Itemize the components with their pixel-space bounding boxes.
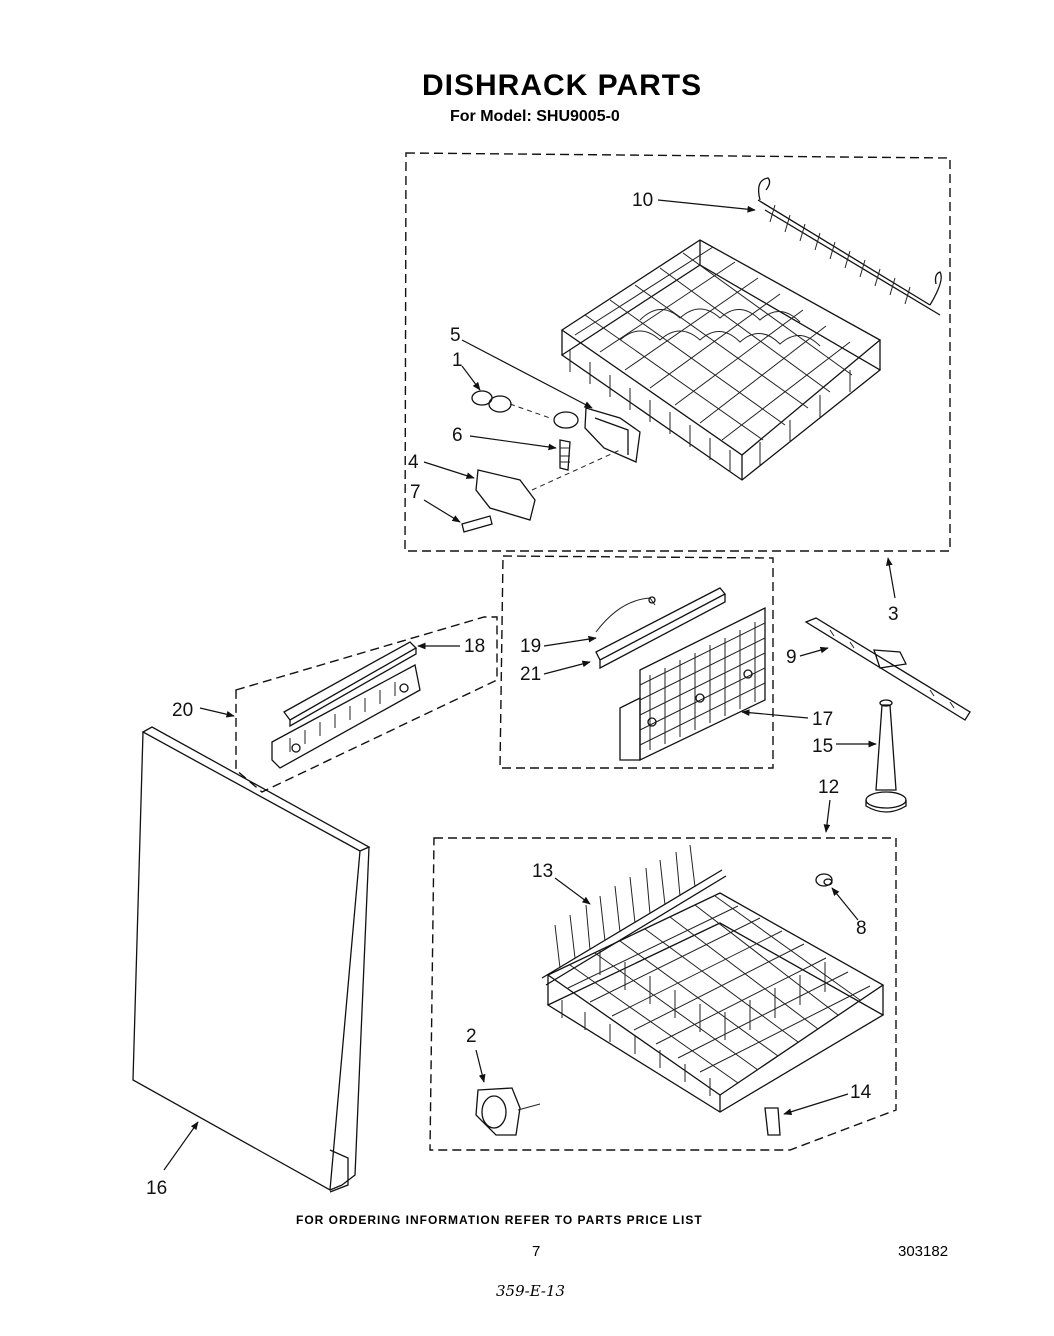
rack-adjuster-hardware — [461, 390, 641, 533]
filter-screen-part-17 — [619, 606, 766, 762]
door-callout: 16 — [146, 1121, 199, 1199]
strip-parts-19-21 — [595, 587, 727, 670]
callout-5: 5 — [450, 325, 461, 346]
wheel-part-2 — [475, 1087, 541, 1136]
lower-rack-assembly-box — [429, 837, 897, 1151]
callout-6: 6 — [452, 425, 463, 446]
filter-callouts: 19 21 17 — [520, 635, 833, 730]
callout-18: 18 — [464, 636, 485, 657]
callout-2: 2 — [466, 1026, 477, 1047]
callout-19: 19 — [520, 636, 541, 657]
callout-7: 7 — [410, 482, 421, 503]
document-number: 303182 — [898, 1243, 948, 1260]
cup-shelf-part-10 — [757, 177, 942, 316]
callout-14: 14 — [850, 1082, 872, 1103]
page-title: DISHRACK PARTS — [422, 69, 702, 102]
page-number: 7 — [532, 1243, 540, 1260]
callout-16: 16 — [146, 1178, 167, 1199]
panel-callouts: 18 20 — [172, 636, 485, 721]
tines-part-13 — [541, 844, 727, 986]
upper-dishrack — [560, 239, 882, 481]
callout-4: 4 — [408, 452, 419, 473]
nut-part-8 — [815, 873, 833, 887]
trim-strip-part-18 — [283, 641, 418, 728]
callout-9: 9 — [786, 647, 797, 668]
spray-support-part-15 — [865, 699, 907, 813]
lower-dishrack — [546, 892, 885, 1113]
callout-13: 13 — [532, 861, 553, 882]
handwritten-code: 359-E-13 — [496, 1282, 565, 1300]
model-subtitle: For Model: SHU9005-0 — [450, 108, 620, 125]
callout-10: 10 — [632, 190, 653, 211]
upper-rack-assembly-box — [404, 152, 951, 552]
callout-15: 15 — [812, 736, 833, 757]
callout-1: 1 — [452, 350, 463, 371]
clip-part-14 — [764, 1107, 781, 1136]
pin-part-7 — [461, 515, 493, 533]
callout-17: 17 — [812, 709, 833, 730]
rail-part-20 — [271, 664, 421, 769]
spray-callouts: 9 15 12 — [786, 646, 877, 833]
screw-part-6 — [559, 439, 571, 471]
cap-part-5 — [553, 411, 579, 429]
callout-20: 20 — [172, 700, 193, 721]
callout-8: 8 — [856, 918, 867, 939]
upper-rack-callouts: 10 5 1 6 4 7 3 — [408, 190, 899, 625]
door-panel-part-16 — [132, 726, 371, 1193]
callout-21: 21 — [520, 664, 541, 685]
panel-assembly-box — [235, 616, 498, 793]
lower-rack-callouts: 13 8 2 14 — [466, 861, 872, 1115]
filter-assembly-box — [499, 555, 774, 769]
callout-12: 12 — [818, 777, 839, 798]
clip-part-4 — [475, 469, 536, 521]
spray-arm-part-9 — [804, 617, 971, 721]
bracket-part-5 — [584, 407, 641, 463]
ordering-note: FOR ORDERING INFORMATION REFER TO PARTS … — [296, 1213, 703, 1227]
callout-3: 3 — [888, 604, 899, 625]
